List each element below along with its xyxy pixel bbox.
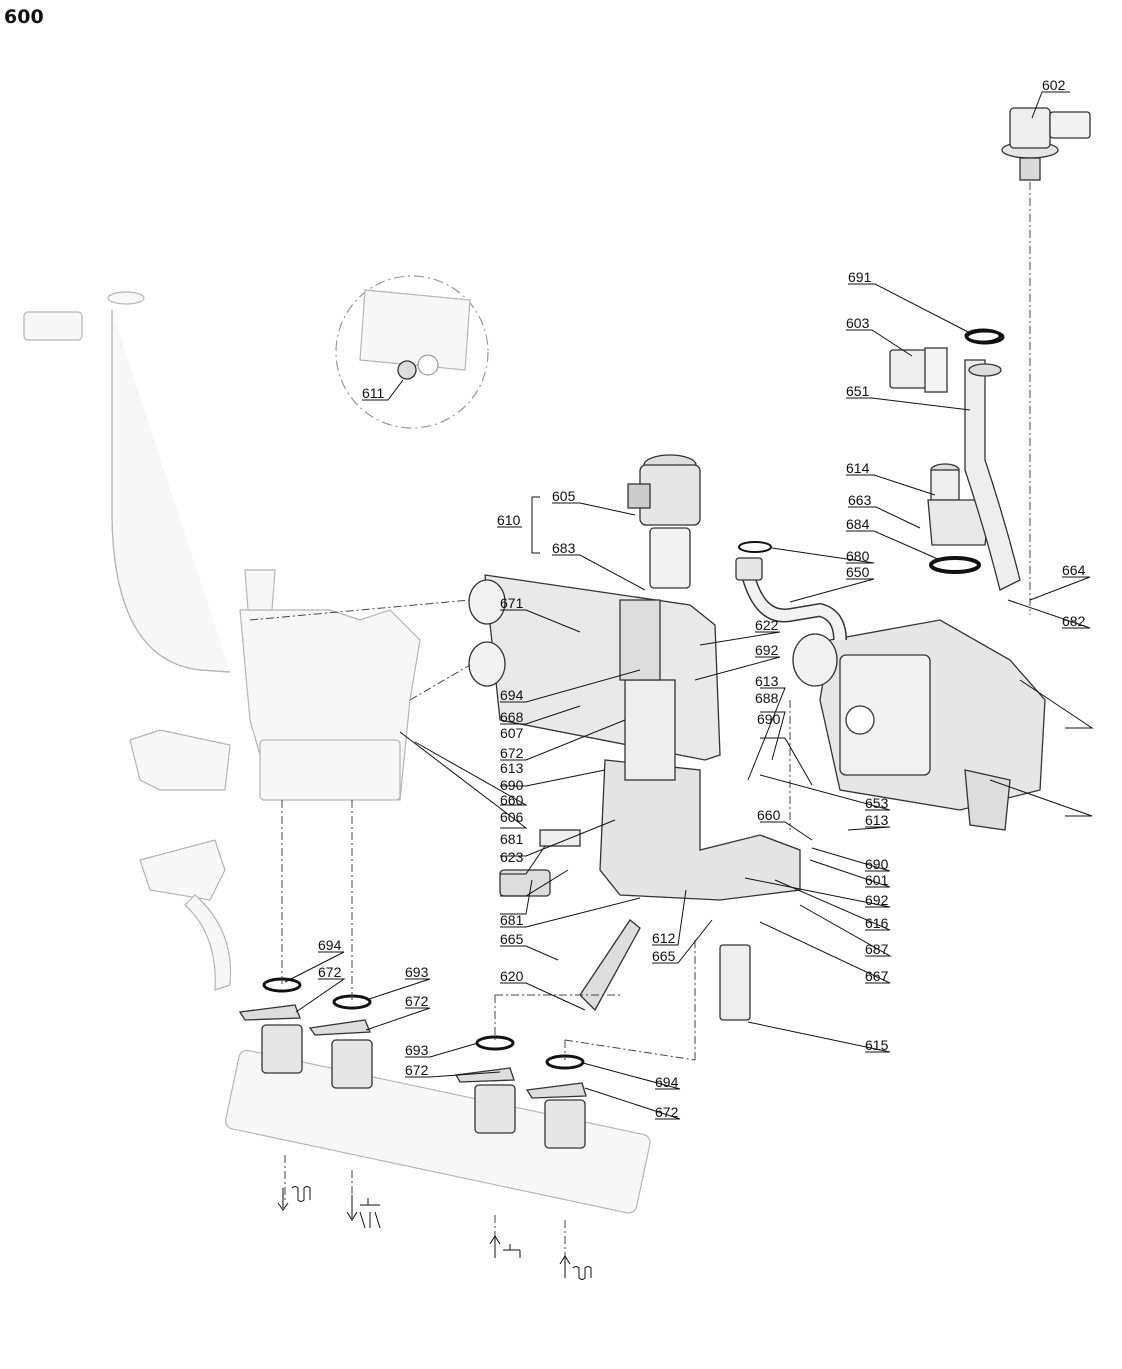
part-691-o-ring (964, 328, 1002, 344)
callout-688: 688 (755, 690, 779, 706)
callout-672-bottom-mid: 672 (405, 993, 429, 1009)
callout-693-bottom-mid: 693 (405, 1042, 429, 1058)
guide-lines (249, 599, 791, 1258)
callout-616: 616 (865, 915, 889, 931)
callout-667: 667 (865, 968, 889, 984)
part-650-pipe (735, 541, 847, 641)
callout-607: 607 (500, 725, 524, 741)
callout-620: 620 (500, 968, 524, 984)
callout-672-bottom-right: 672 (655, 1104, 679, 1120)
callout-653: 653 (865, 795, 889, 811)
callout-651: 651 (846, 383, 870, 399)
callout-694-bottom-right: 694 (655, 1074, 679, 1090)
callout-606: 606 (500, 809, 524, 825)
callout-665-left: 665 (500, 931, 524, 947)
callout-684: 684 (846, 516, 870, 532)
part-605-diverter-motor (627, 454, 701, 589)
callout-665-right: 665 (652, 948, 676, 964)
callout-681-upper: 681 (500, 831, 524, 847)
callout-603: 603 (846, 315, 870, 331)
callout-672-bottom-mid2: 672 (405, 1062, 429, 1078)
callout-682: 682 (1062, 613, 1086, 629)
callout-671: 671 (500, 595, 524, 611)
callout-602: 602 (1042, 77, 1066, 93)
callout-613-right-upper: 613 (755, 673, 779, 689)
cold-water-inlet-symbol (489, 1235, 521, 1258)
callout-690-right-upper: 690 (757, 711, 781, 727)
callout-694-bottom-left: 694 (318, 937, 342, 953)
callout-681-lower: 681 (500, 912, 524, 928)
callout-692-lower: 692 (865, 892, 889, 908)
part-602-pressure-switch (1001, 107, 1091, 181)
part-604-pump (792, 619, 1046, 831)
callout-613-left: 613 (500, 760, 524, 776)
callout-694-upper: 694 (500, 687, 524, 703)
callout-672-bottom-left: 672 (318, 964, 342, 980)
callout-663: 663 (848, 492, 872, 508)
part-603-solenoid (889, 347, 948, 393)
callout-672-upper: 672 (500, 745, 524, 761)
callout-692-upper: 692 (755, 642, 779, 658)
callout-690-left: 690 (500, 777, 524, 793)
heating-return-symbol (559, 1255, 592, 1280)
callout-660-left: 660 (500, 792, 524, 808)
callout-690-right: 690 (865, 856, 889, 872)
detail-circle (335, 275, 489, 429)
callout-650: 650 (846, 564, 870, 580)
callout-615: 615 (865, 1037, 889, 1053)
callout-668: 668 (500, 709, 524, 725)
callout-613-right: 613 (865, 812, 889, 828)
callout-680: 680 (846, 548, 870, 564)
part-hydraulic-block (499, 599, 801, 1021)
callout-611: 611 (362, 385, 385, 401)
callout-622: 622 (755, 617, 779, 633)
callout-693-bottom-left: 693 (405, 964, 429, 980)
callout-605: 605 (552, 488, 576, 504)
page-title: 600 (4, 6, 44, 28)
callout-660-right: 660 (757, 807, 781, 823)
leader-lines (284, 91, 1094, 1120)
hot-water-outlet-symbol (346, 1195, 381, 1229)
faded-left-assembly (23, 291, 651, 1214)
callout-664: 664 (1062, 562, 1086, 578)
callout-683: 683 (552, 540, 576, 556)
callout-687: 687 (865, 941, 889, 957)
callout-623: 623 (500, 849, 524, 865)
callout-601: 601 (865, 872, 889, 888)
heating-outlet-symbol (277, 1186, 311, 1211)
callout-610: 610 (497, 512, 521, 528)
callout-612: 612 (652, 930, 676, 946)
callout-labels: 602 691 603 651 614 663 684 680 650 664 … (318, 77, 1086, 1120)
bottom-connectors (238, 977, 587, 1149)
callout-691: 691 (848, 269, 872, 285)
callout-614: 614 (846, 460, 870, 476)
